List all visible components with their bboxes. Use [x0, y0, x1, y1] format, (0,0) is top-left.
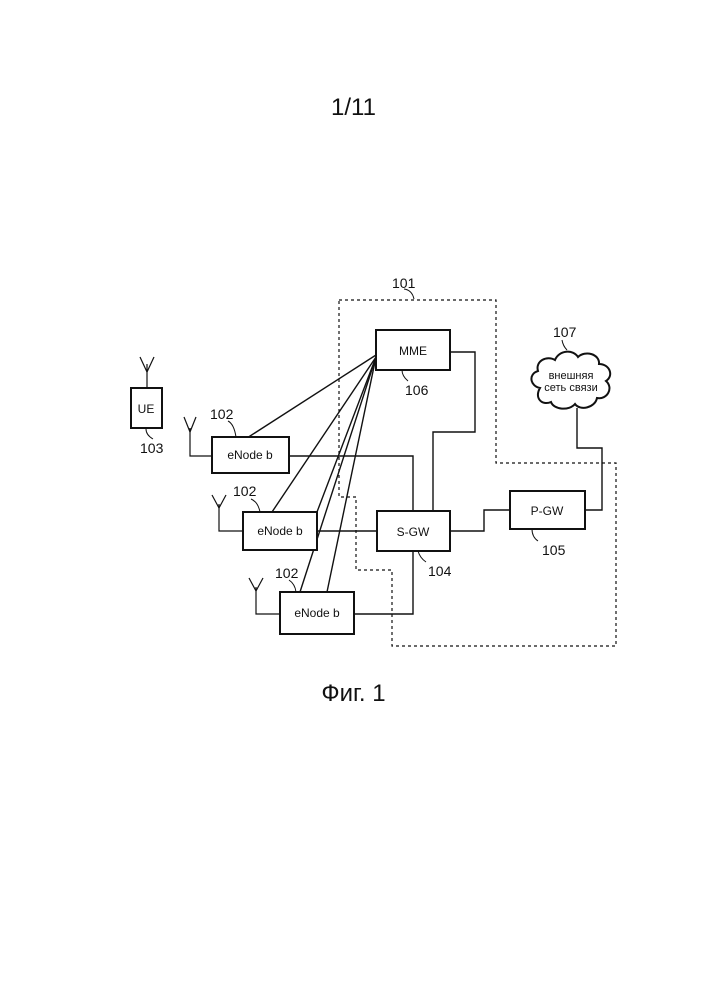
external-network-label-line1: внешняя [549, 370, 594, 382]
enb2-ref: 102 [233, 483, 257, 499]
link-mme-sgw [433, 352, 475, 511]
enb1-ref-leader [228, 421, 236, 437]
figure-caption: Фиг. 1 [0, 680, 707, 708]
external-network-label-line2: сеть связи [544, 382, 597, 394]
enb1-ref: 102 [210, 406, 234, 422]
enb2-ref-leader [251, 499, 260, 512]
ue-antenna-icon [140, 357, 154, 388]
sgw-label: S-GW [397, 525, 430, 539]
enb1-antenna-icon [184, 417, 212, 456]
sgw-ref-leader [418, 551, 426, 562]
enb2-label: eNode b [257, 524, 303, 538]
external-network-ref: 107 [553, 324, 577, 340]
ue-ref-leader [146, 429, 153, 439]
pgw-label: P-GW [531, 504, 564, 518]
enb1-label: eNode b [227, 448, 273, 462]
link-mme-enb3b [327, 357, 376, 592]
ue-label: UE [138, 402, 155, 416]
ue-ref: 103 [140, 440, 164, 456]
enb3-label: eNode b [294, 606, 340, 620]
enb3-ref: 102 [275, 565, 299, 581]
enb3-antenna-icon [249, 578, 280, 614]
mme-ref-leader [402, 370, 408, 381]
pgw-ref-leader [532, 529, 538, 541]
enb3-ref-leader [289, 580, 296, 592]
link-enb3-sgw [354, 551, 413, 614]
link-sgw-pgw [450, 510, 510, 531]
link-enb1-sgw [289, 456, 413, 511]
mme-label: MME [399, 344, 427, 358]
sgw-ref: 104 [428, 563, 452, 579]
link-mme-enb2b [317, 357, 376, 512]
external-network-ref-leader [562, 340, 567, 350]
link-mme-enb3 [300, 357, 376, 592]
mme-ref: 106 [405, 382, 429, 398]
pgw-ref: 105 [542, 542, 566, 558]
core-network-ref: 101 [392, 275, 416, 291]
link-mme-enb1 [247, 355, 376, 438]
enb2-antenna-icon [212, 495, 243, 531]
